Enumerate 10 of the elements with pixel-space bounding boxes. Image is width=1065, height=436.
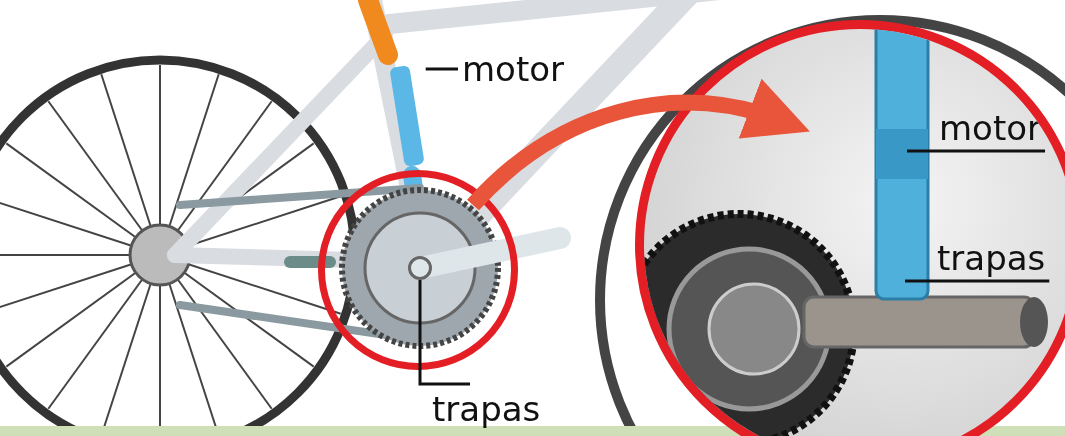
highlight-circle (318, 170, 518, 370)
leader-line (425, 67, 458, 71)
leader-line (905, 279, 1050, 283)
part-label: motor (939, 111, 1042, 145)
part-label: trapas (937, 241, 1046, 275)
leader-line (907, 149, 1046, 153)
leader-line (418, 280, 470, 386)
curved-arrow (467, 79, 811, 211)
part-label: motor (462, 52, 565, 86)
part-label: trapas (432, 392, 541, 426)
